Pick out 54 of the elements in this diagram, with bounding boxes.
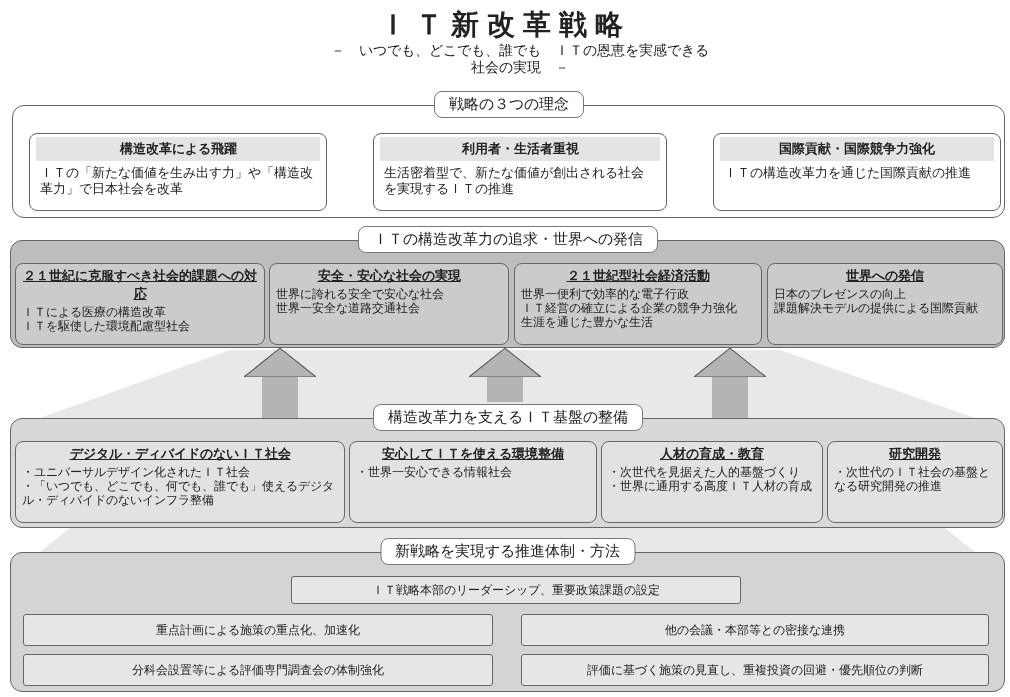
list-item: 世界に誇れる安全で安心な社会 <box>276 287 445 301</box>
card <box>15 263 265 345</box>
card-heading: 研究開発 <box>888 445 942 463</box>
card-heading: 安心してＩＴを使える環境整備 <box>381 445 565 463</box>
text-box: 分科会設置等による評価専門調査会の体制強化 <box>23 654 493 686</box>
card-text: ＩＴの「新たな価値を生み出す力」や「構造改革力」で日本社会を改革 <box>39 164 314 198</box>
list-item: 生涯を通じた豊かな生活 <box>521 315 654 329</box>
list-item: 日本のプレゼンスの向上 <box>774 287 907 301</box>
card-heading: 国際貢献・国際競争力強化 <box>720 137 994 161</box>
card-heading: 人材の育成・教育 <box>659 445 765 463</box>
list-item: 世界一便利で効率的な電子行政 <box>521 287 690 301</box>
block-arrow <box>243 347 317 418</box>
card <box>29 133 327 211</box>
panel-title-tab: ＩＴの構造改革力の追求・世界への発信 <box>357 226 658 253</box>
card-heading: ２１世紀型社会経済活動 <box>565 267 711 285</box>
card <box>349 441 597 523</box>
card-heading: 構造改革による飛躍 <box>36 137 320 161</box>
list-item: ＩＴを駆使した環境配慮型社会 <box>22 319 191 333</box>
list-item: ＩＴ経営の確立による企業の競争力強化 <box>521 301 738 315</box>
card <box>514 263 762 345</box>
card <box>373 133 667 211</box>
subtitle: － いつでも、どこでも、誰でも ＩＴの恩恵を実感できる社会の実現 － <box>330 42 710 76</box>
list-item: 世界一安全な道路交通社会 <box>276 301 421 315</box>
text-box: 他の会議・本部等との密接な連携 <box>521 614 989 646</box>
panel-title-tab: 戦略の３つの理念 <box>433 91 584 118</box>
card-text: 生活密着型で、新たな価値が創出される社会を実現するＩＴの推進 <box>383 164 645 198</box>
block-arrow <box>693 347 767 418</box>
title: ＩＴ新改革戦略 <box>378 7 632 43</box>
card <box>767 263 1003 345</box>
list-item: ・次世代のＩＴ社会の基盤となる研究開発の推進 <box>834 465 991 493</box>
text-box: ＩＴ戦略本部のリーダーシップ、重要政策課題の設定 <box>291 576 741 604</box>
text-box: 重点計画による施策の重点化、加速化 <box>23 614 493 646</box>
panel-title-tab: 新戦略を実現する推進体制・方法 <box>380 538 635 565</box>
card-heading: デジタル・ディバイドのないＩＴ社会 <box>68 445 292 463</box>
card-heading: 利用者・生活者重視 <box>380 137 660 161</box>
panel-title-tab: 構造改革力を支えるＩＴ基盤の整備 <box>372 404 643 431</box>
card-heading: ２１世紀に克服すべき社会的課題への対応 <box>22 267 258 303</box>
list-item: 課題解決モデルの提供による国際貢献 <box>774 301 979 315</box>
card <box>601 441 823 523</box>
list-item: ・ユニバーサルデザイン化されたＩＴ社会 <box>22 465 251 479</box>
list-item: ＩＴによる医療の構造改革 <box>22 305 167 319</box>
card-heading: 世界への発信 <box>845 267 925 285</box>
card <box>713 133 1001 211</box>
list-item: ・「いつでも、どこでも、何でも、誰でも」使えるデジタル・ディバイドのないインフラ整備 <box>22 479 335 507</box>
card-heading: 安全・安心な社会の実現 <box>316 267 462 285</box>
card <box>269 263 509 345</box>
card-text: ＩＴの構造改革力を通じた国際貢献の推進 <box>723 164 972 182</box>
list-item: ・世界に通用する高度ＩＴ人材の育成 <box>608 479 813 493</box>
list-item: ・次世代を見据えた人的基盤づくり <box>608 465 801 479</box>
card <box>827 441 1003 523</box>
block-arrow <box>468 347 542 402</box>
text-box: 評価に基づく施策の見直し、重複投資の回避・優先順位の判断 <box>521 654 989 686</box>
card <box>15 441 345 523</box>
list-item: ・世界一安心できる情報社会 <box>356 465 513 479</box>
